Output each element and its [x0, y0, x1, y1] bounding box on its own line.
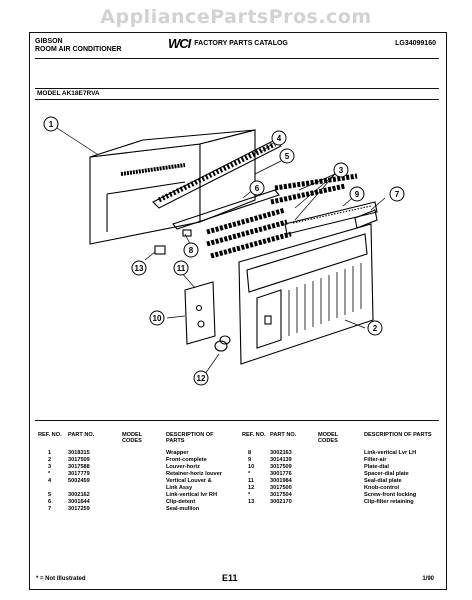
wci-logo: WCI: [168, 36, 191, 51]
dial-plate: [184, 281, 216, 345]
callout-8: 8: [183, 242, 199, 258]
callout-12: 12: [193, 370, 209, 386]
svg-text:6: 6: [255, 184, 260, 193]
model-bottom-divider: [35, 99, 439, 100]
control-knob: [214, 335, 231, 352]
callout-3: 3: [333, 162, 349, 178]
catalog-title: FACTORY PARTS CATALOG: [194, 40, 288, 47]
header-brand-block: GIBSON ROOM AIR CONDITIONER: [35, 38, 121, 54]
revision-date: 1/90: [422, 576, 434, 582]
table-row: Link Assy: [166, 485, 193, 491]
col-header-ref: REF. NO.: [38, 432, 62, 438]
svg-text:8: 8: [189, 246, 194, 255]
col-header-model: MODEL CODES: [122, 432, 143, 445]
header-catalog-block: WCI FACTORY PARTS CATALOG: [168, 36, 288, 51]
callout-2: 2: [367, 320, 383, 336]
svg-text:1: 1: [49, 120, 54, 129]
footnote-not-illustrated: * = Not Illustrated: [36, 576, 86, 582]
svg-text:7: 7: [395, 190, 400, 199]
model-top-divider: [35, 88, 439, 89]
col-header-ref-right: REF. NO.: [242, 432, 266, 438]
callout-9: 9: [349, 186, 365, 202]
brand-name: GIBSON: [35, 38, 63, 45]
header-divider: [35, 58, 439, 59]
exploded-parts-diagram: 1 4 5 6 3 7 9 8 13 11 10 2 12: [43, 116, 405, 386]
svg-text:13: 13: [135, 264, 144, 273]
front-grille: [238, 209, 378, 365]
callout-13: 13: [131, 260, 147, 276]
wrapper-part: [89, 129, 256, 245]
svg-text:3: 3: [339, 166, 344, 175]
svg-text:4: 4: [277, 134, 282, 143]
svg-text:9: 9: [355, 190, 360, 199]
svg-text:5: 5: [285, 152, 290, 161]
svg-text:11: 11: [177, 264, 186, 273]
callout-7: 7: [389, 186, 405, 202]
col-header-part-right: PART NO.: [270, 432, 297, 438]
detent-clip: [182, 229, 192, 237]
air-filter: [284, 201, 378, 235]
callout-5: 5: [279, 148, 295, 164]
col-header-part: PART NO.: [68, 432, 95, 438]
callout-10: 10: [149, 310, 165, 326]
watermark-text: AppliancePartsPros.com: [100, 6, 372, 28]
col-header-model-right: MODEL CODES: [318, 432, 339, 445]
col-header-desc: DESCRIPTION OF PARTS: [166, 432, 214, 445]
vertical-louver-assembly: [152, 139, 282, 230]
callout-11: 11: [173, 260, 189, 276]
model-label: MODEL AK18E7RVA: [37, 90, 100, 97]
page-number: E11: [222, 573, 238, 583]
callout-1: 1: [43, 116, 59, 132]
svg-text:10: 10: [153, 314, 162, 323]
horizontal-louvers: [206, 173, 358, 259]
callout-4: 4: [271, 130, 287, 146]
filter-retaining-clip: [154, 245, 166, 255]
callout-6: 6: [249, 180, 265, 196]
doc-number: LG34099160: [395, 40, 436, 47]
diagram-bottom-divider: [35, 420, 439, 421]
product-name: ROOM AIR CONDITIONER: [35, 46, 122, 53]
catalog-page-frame: [29, 32, 447, 590]
svg-text:2: 2: [373, 324, 378, 333]
svg-text:12: 12: [197, 374, 206, 383]
col-header-desc-right: DESCRIPTION OF PARTS: [364, 432, 432, 438]
